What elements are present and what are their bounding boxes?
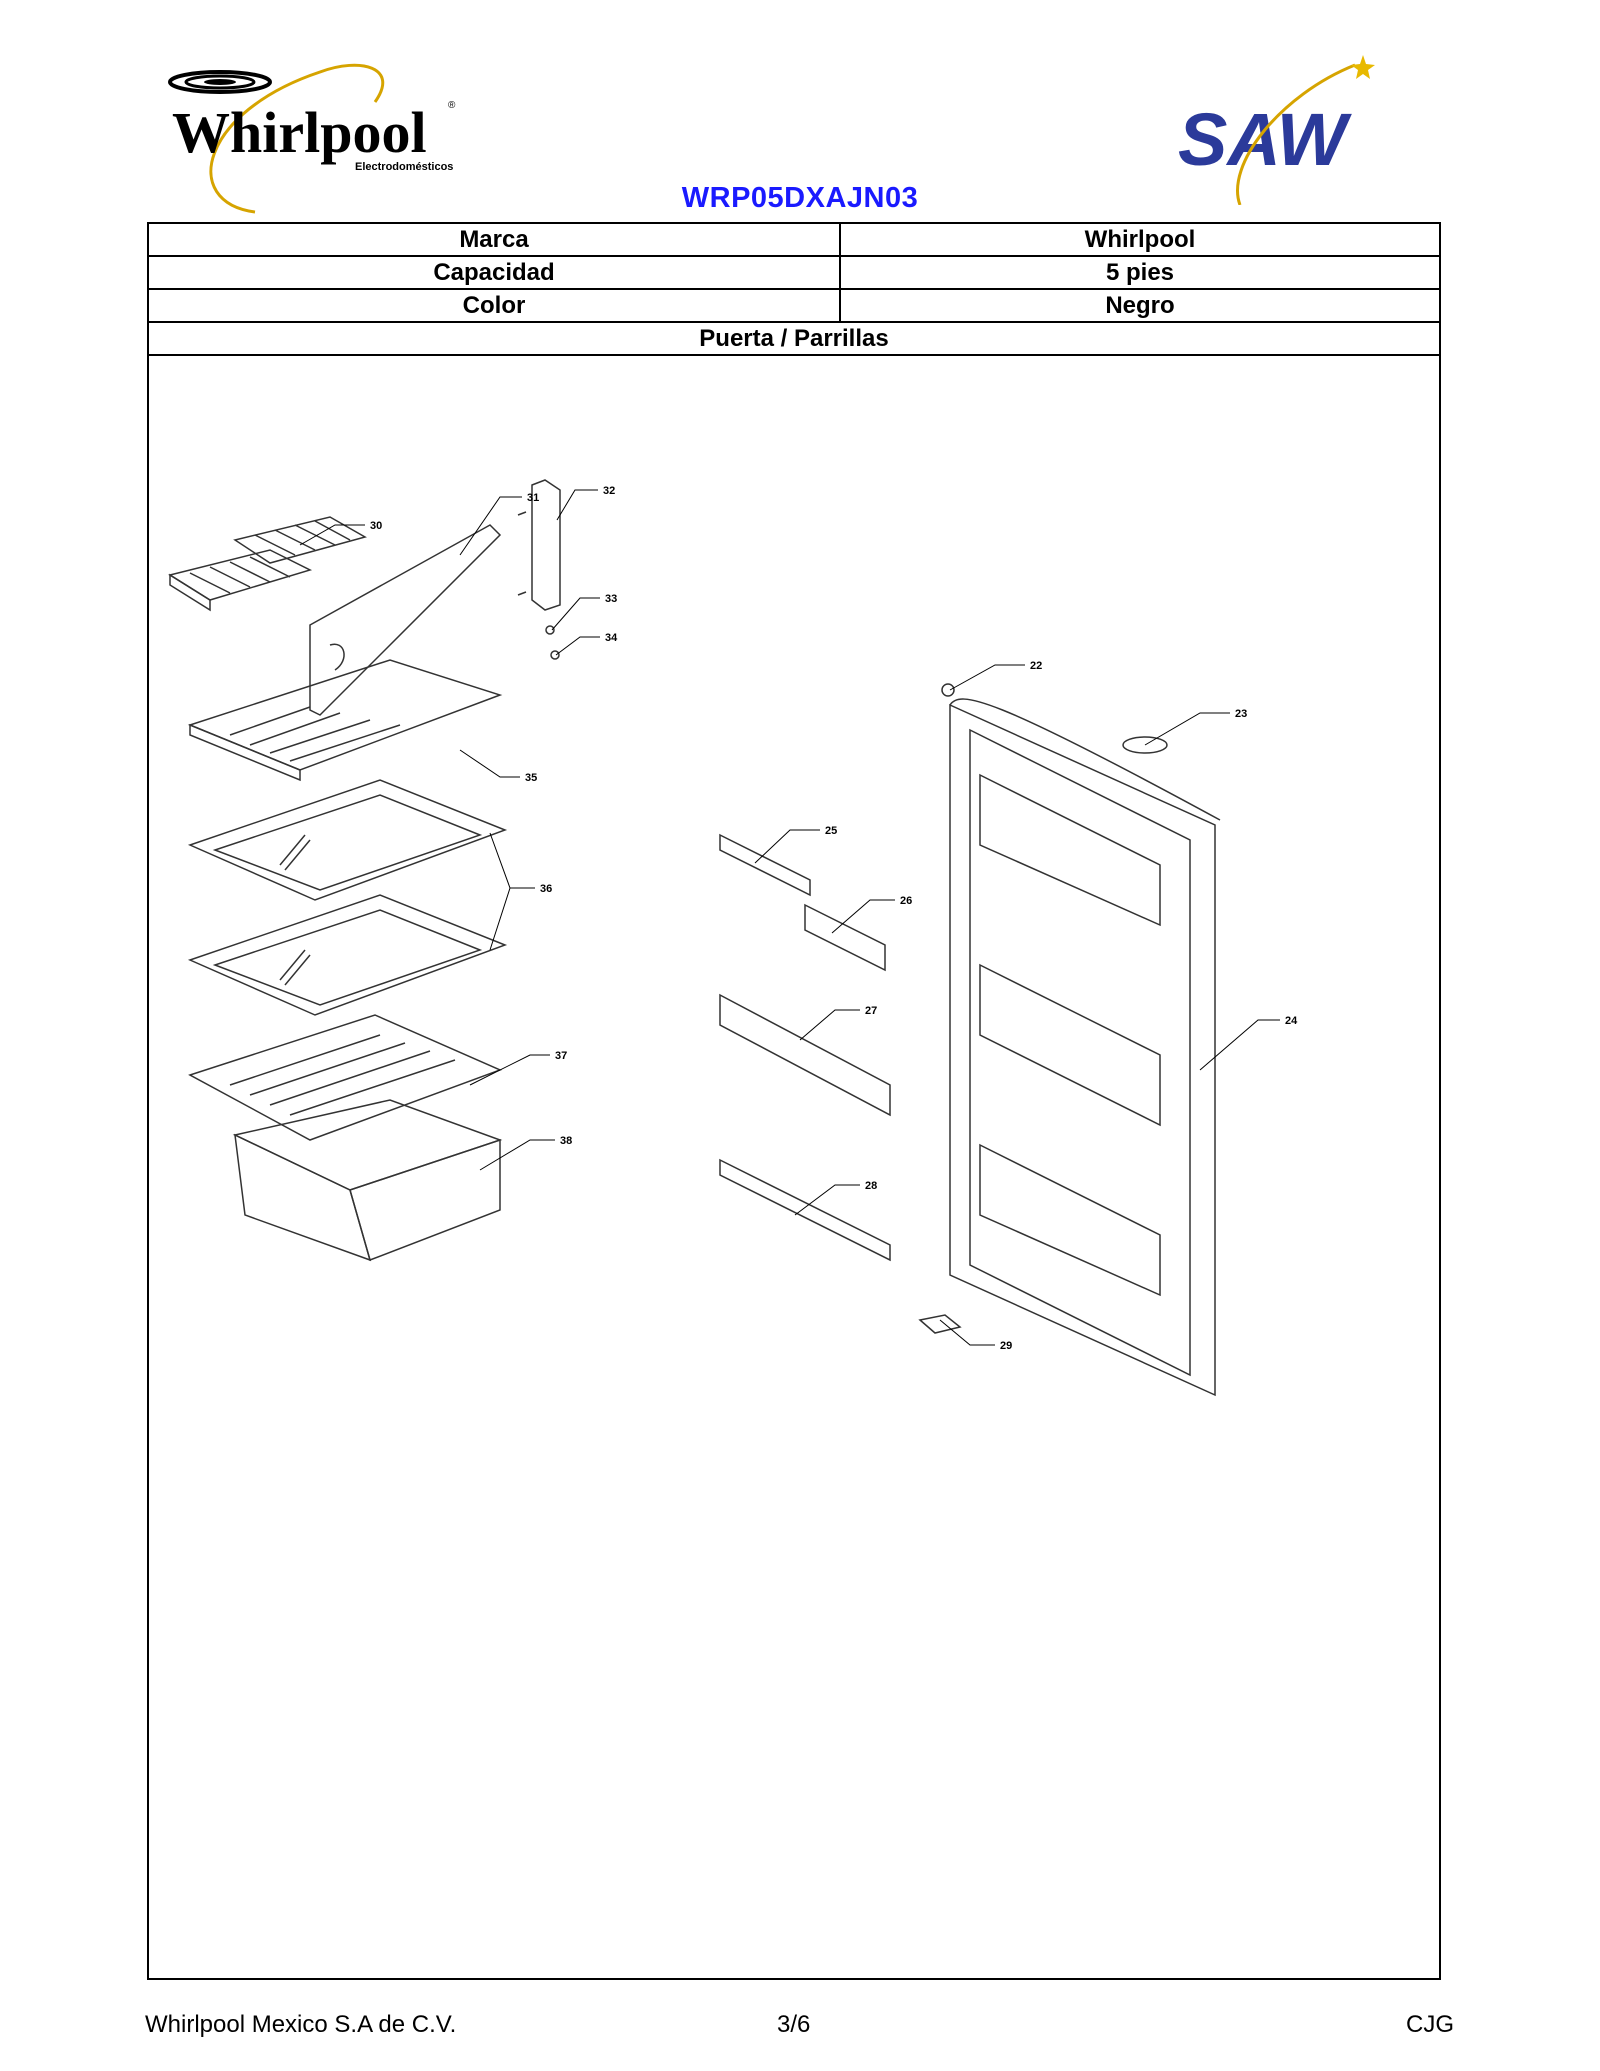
svg-text:36: 36 [540, 883, 552, 895]
svg-text:27: 27 [865, 1005, 877, 1017]
exploded-parts-diagram: 22 23 24 25 26 27 28 29 30 31 32 33 34 3… [160, 445, 1310, 1430]
svg-text:38: 38 [560, 1135, 572, 1147]
glass-shelf-36a [187, 779, 508, 901]
svg-text:29: 29 [1000, 1340, 1012, 1352]
glass-shelf-36b [187, 894, 508, 1016]
svg-text:22: 22 [1030, 660, 1042, 672]
hinge-29 [918, 1314, 962, 1334]
svg-text:Whirlpool: Whirlpool [172, 100, 427, 165]
spec-value: Negro [839, 288, 1441, 323]
spec-row-color: Color Negro [147, 288, 1441, 323]
model-number: WRP05DXAJN03 [681, 182, 919, 214]
crisper-cover-37 [188, 1014, 503, 1141]
spec-label: Color [147, 288, 841, 323]
door-bar-27 [719, 993, 891, 1117]
svg-text:37: 37 [555, 1050, 567, 1062]
logo-badge-23 [1122, 736, 1168, 754]
spec-row-brand: Marca Whirlpool [147, 222, 1441, 257]
svg-text:Electrodomésticos: Electrodomésticos [355, 161, 453, 173]
footer-page-number: 3/6 [777, 2011, 811, 2038]
svg-text:®: ® [448, 100, 456, 111]
drip-tray-35 [187, 659, 503, 782]
svg-text:34: 34 [605, 632, 618, 644]
svg-text:23: 23 [1235, 708, 1247, 720]
crisper-drawer-38 [232, 1099, 503, 1262]
svg-text:25: 25 [825, 825, 837, 837]
saw-logo: SAW [1170, 55, 1400, 206]
svg-text:35: 35 [525, 772, 537, 784]
door-bar-25 [719, 833, 811, 897]
spec-label: Capacidad [147, 255, 841, 290]
svg-text:33: 33 [605, 593, 617, 605]
svg-text:28: 28 [865, 1180, 877, 1192]
svg-text:26: 26 [900, 895, 912, 907]
svg-text:31: 31 [527, 492, 539, 504]
spec-table: Marca Whirlpool Capacidad 5 pies Color N… [147, 222, 1441, 356]
footer-author: CJG [1406, 2011, 1454, 2038]
spec-value: 5 pies [839, 255, 1441, 290]
hinge-cap-22 [941, 683, 955, 697]
spec-label: Marca [147, 222, 841, 257]
svg-text:32: 32 [603, 485, 615, 497]
footer-company: Whirlpool Mexico S.A de C.V. [145, 2011, 457, 2038]
door-bar-28 [719, 1158, 891, 1262]
svg-text:SAW: SAW [1178, 98, 1353, 181]
section-title-row: Puerta / Parrillas [147, 321, 1441, 356]
door-bar-26 [804, 903, 886, 972]
svg-text:30: 30 [370, 520, 382, 532]
spec-row-capacity: Capacidad 5 pies [147, 255, 1441, 290]
ice-tray-30 [168, 516, 367, 612]
bracket-32 [517, 479, 561, 611]
freezer-door-31 [309, 524, 502, 716]
whirlpool-logo: Whirlpool ® Electrodomésticos [160, 52, 480, 222]
svg-text:24: 24 [1285, 1015, 1298, 1027]
refrigerator-door-24 [949, 698, 1221, 1397]
spec-value: Whirlpool [839, 222, 1441, 257]
section-title: Puerta / Parrillas [147, 321, 1441, 356]
